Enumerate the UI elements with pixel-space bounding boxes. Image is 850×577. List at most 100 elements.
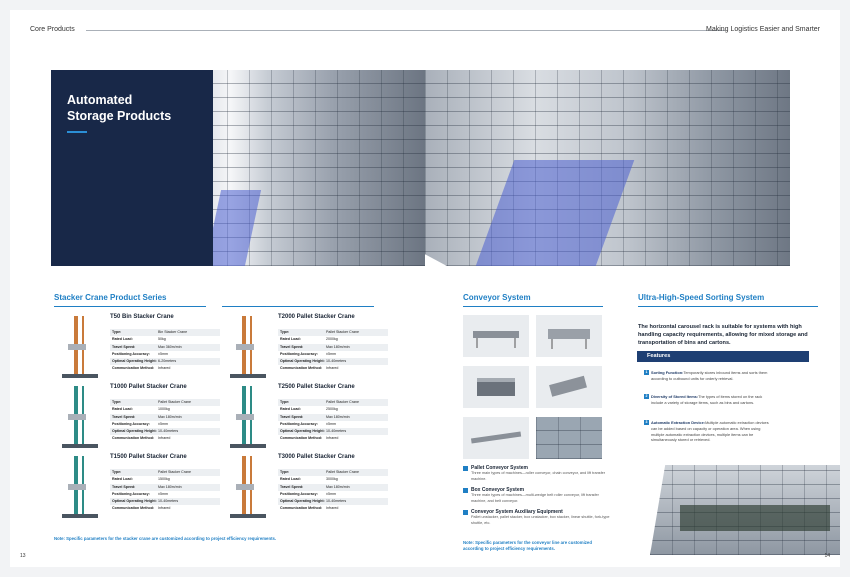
spec-value: Pallet Stacker Crane [326,470,359,474]
spec-key: Type: [112,470,122,474]
spec-value: Infrared [158,366,171,371]
spec-value: ±5mm [158,421,168,426]
spec-key: Rated Load: [280,407,301,412]
spec-row: Travel Speed:Max 180m/min [110,483,220,491]
spec-value: Max 180m/min [326,484,350,489]
spec-row: Rated Load: 2000kg [278,336,388,343]
crane-name: T50 Bin Stacker Crane [110,314,174,320]
sorting-title: Ultra-High-Speed Sorting System [638,293,765,302]
conveyor-item-head: Pallet Conveyor System [463,465,613,471]
spec-key: Optimal Operating Height: [112,499,157,504]
sorting-rule [638,306,818,307]
feature-text: The types of items stored on the rack in… [651,394,763,405]
bullet-square-icon [463,509,468,515]
crane-name: T3000 Pallet Stacker Crane [278,454,355,460]
right-page: Making Logistics Easier and Smarter Conv… [425,10,840,567]
spec-key: Travel Speed: [280,484,304,489]
spec-row: Rated Load:2500kg [278,406,388,413]
spec-row: Communication Method:Infrared [110,365,220,372]
bullet-square-icon [463,487,468,493]
spec-value: ±5mm [326,491,336,496]
crane-name: T1500 Pallet Stacker Crane [110,454,187,460]
spec-key: Positioning Accuracy: [280,491,318,496]
spec-key: Communication Method: [280,436,323,441]
carousel-rack-image [650,465,840,555]
spec-row: Type:Pallet Stacker Crane [278,469,388,477]
spec-row: Positioning Accuracy:±5mm [278,351,388,358]
box-conveyor-image [463,417,529,459]
feature-head: Automatic Extraction Device: [651,420,706,425]
hero-accent-bar [67,131,87,133]
spec-row: Travel Speed:Max 180m/min [278,413,388,421]
crane-image [54,314,104,380]
spec-value: Infrared [158,436,171,441]
spec-key: Travel Speed: [112,414,136,419]
spec-key: Rated Load: [112,477,133,482]
belt-conveyor-image [536,366,602,408]
spec-key: Positioning Accuracy: [112,351,150,356]
conveyor-item-title: Box Conveyor System [471,487,525,493]
feature-number: 1 [644,370,649,375]
conveyor-item-desc: Three main types of machines—roller conv… [471,471,606,481]
spec-key: Optimal Operating Height: [280,499,325,504]
conveyor-item-head: Box Conveyor System [463,487,613,493]
spec-key: Rated Load: [112,407,133,412]
sorting-intro: The horizontal carousel rack is suitable… [638,324,808,346]
roller-conveyor-image [463,315,529,357]
spec-row: Travel Speed:Max 360m/min [110,343,220,351]
feature-number: 3 [644,420,649,425]
conveyor-item-title: Conveyor System Auxiliary Equipment [471,509,563,515]
spec-row: Communication Method:Infrared [278,435,388,442]
spec-key: Optimal Operating Height: [112,429,157,434]
spec-value: 10-40meters [326,429,347,434]
spec-row: Positioning Accuracy:±5mm [110,491,220,498]
spec-value: 6-20meters [158,359,177,364]
lift-transfer-image [463,366,529,408]
spec-row: Positioning Accuracy: ±5mm [278,491,388,498]
spec-value: 2000kg [326,337,338,342]
spec-value: 1000kg [158,407,170,412]
spec-key: Rated Load: [280,337,301,342]
spec-row: Rated Load:3000kg [278,476,388,483]
spec-key: Rated Load: [112,337,133,342]
header-right: Making Logistics Easier and Smarter [706,26,820,33]
spec-value: 1500kg [158,477,170,482]
spec-value: Pallet Stacker Crane [326,330,359,334]
page-number-right: 14 [824,553,830,559]
spec-key: Communication Method: [112,436,155,441]
spec-value: 10-40meters [326,499,347,504]
stacker-rule-2 [222,306,374,307]
spec-value: Pallet Stacker Crane [326,400,359,404]
spec-key: Communication Method: [280,506,323,511]
spec-key: Optimal Operating Height: [280,429,325,434]
spec-key: Rated Load: [280,477,301,482]
crane-image [222,454,272,520]
page-number-left: 13 [20,553,26,559]
bullet-square-icon [463,465,468,471]
hero-image-right [425,70,790,266]
spec-key: Communication Method: [112,506,155,511]
hero-title: Automated Storage Products [67,93,172,123]
conveyor-title: Conveyor System [463,293,531,302]
spec-key: Travel Speed: [112,484,136,489]
spec-value: 50kg [158,337,166,342]
spec-row: Optimal Operating Height:10-40meters [110,498,220,506]
spec-row: Optimal Operating Height:10-40meters [278,428,388,436]
spec-value: ±5mm [158,491,168,496]
spec-row: Type:Bin Stacker Crane [110,329,220,337]
spec-row: Travel Speed:Max 180m/min [278,343,388,351]
left-page: Core Products Automated Storage Products… [10,10,425,567]
crane-name: T2500 Pallet Stacker Crane [278,384,355,390]
spec-key: Positioning Accuracy: [280,421,318,426]
spec-value: Max 180m/min [158,414,182,419]
spec-value: Max 180m/min [326,344,350,349]
